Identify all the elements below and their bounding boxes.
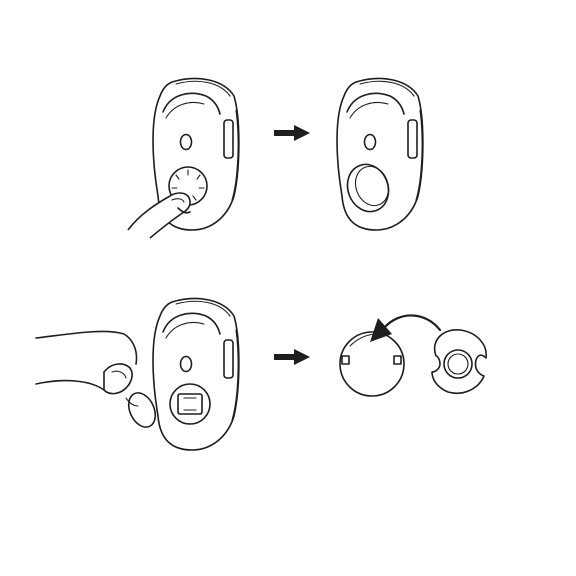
step-1-press-cover [128, 78, 239, 238]
step-3-remove-cover [36, 298, 239, 450]
sensor-icon [181, 135, 192, 150]
insert-cover-piece [432, 330, 486, 393]
step-4-swap-cover [340, 315, 486, 396]
sensor-icon [365, 135, 376, 150]
arrow-right-icon [274, 349, 310, 365]
curved-arrow-icon [370, 315, 440, 342]
step-2-cover-open [337, 78, 423, 230]
arrow-right-icon [274, 125, 310, 141]
cover-outer-ring [340, 332, 404, 396]
hand-holding-cover [36, 331, 160, 431]
sensor-icon [181, 357, 192, 372]
battery-compartment [170, 384, 210, 424]
mouse-body-step-3 [153, 298, 239, 450]
